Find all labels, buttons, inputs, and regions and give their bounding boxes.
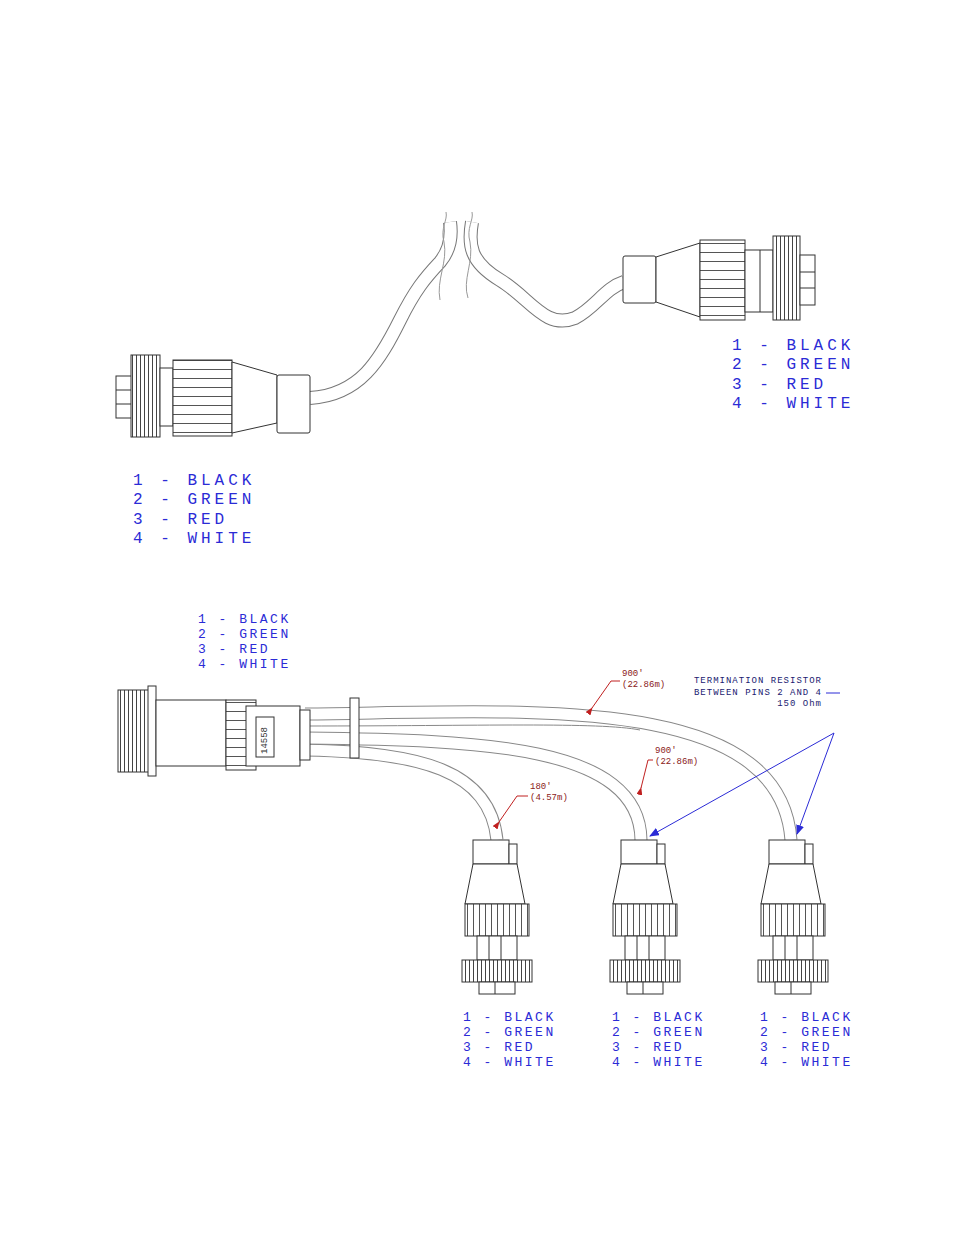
pin-label: 4 - WHITE (463, 1056, 556, 1069)
length-dimension: 900' (621, 670, 645, 679)
length-dimension: 180' (529, 783, 553, 792)
pin-label: 1 - BLACK (198, 613, 291, 626)
length-dimension: (22.86m) (654, 758, 699, 767)
pin-label: 2 - GREEN (133, 492, 255, 508)
length-dimension: (22.86m) (621, 681, 666, 690)
pin-label: 4 - WHITE (612, 1056, 705, 1069)
pin-label: 1 - BLACK (612, 1011, 705, 1024)
pin-label: 2 - GREEN (463, 1026, 556, 1039)
pin-label: 1 - BLACK (133, 473, 255, 489)
pin-label: 2 - GREEN (732, 357, 854, 373)
part-number: 14558 (261, 727, 270, 754)
pin-label: 3 - RED (612, 1041, 684, 1054)
termination-note: TERMINATION RESISTOR BETWEEN PINS 2 AND … (672, 676, 822, 711)
pin-label: 3 - RED (133, 512, 228, 528)
pin-label: 2 - GREEN (198, 628, 291, 641)
pin-label: 4 - WHITE (760, 1056, 853, 1069)
pin-label: 3 - RED (760, 1041, 832, 1054)
length-dimension: 900' (654, 747, 678, 756)
pin-label: 1 - BLACK (760, 1011, 853, 1024)
length-dimension: (4.57m) (529, 794, 569, 803)
pin-label: 1 - BLACK (463, 1011, 556, 1024)
pin-label: 2 - GREEN (612, 1026, 705, 1039)
pin-label: 3 - RED (198, 643, 270, 656)
pin-label: 4 - WHITE (198, 658, 291, 671)
pin-label: 3 - RED (732, 377, 827, 393)
pin-label: 4 - WHITE (133, 531, 255, 547)
pin-label: 4 - WHITE (732, 396, 854, 412)
pin-label: 1 - BLACK (732, 338, 854, 354)
pin-label: 3 - RED (463, 1041, 535, 1054)
pin-label: 2 - GREEN (760, 1026, 853, 1039)
